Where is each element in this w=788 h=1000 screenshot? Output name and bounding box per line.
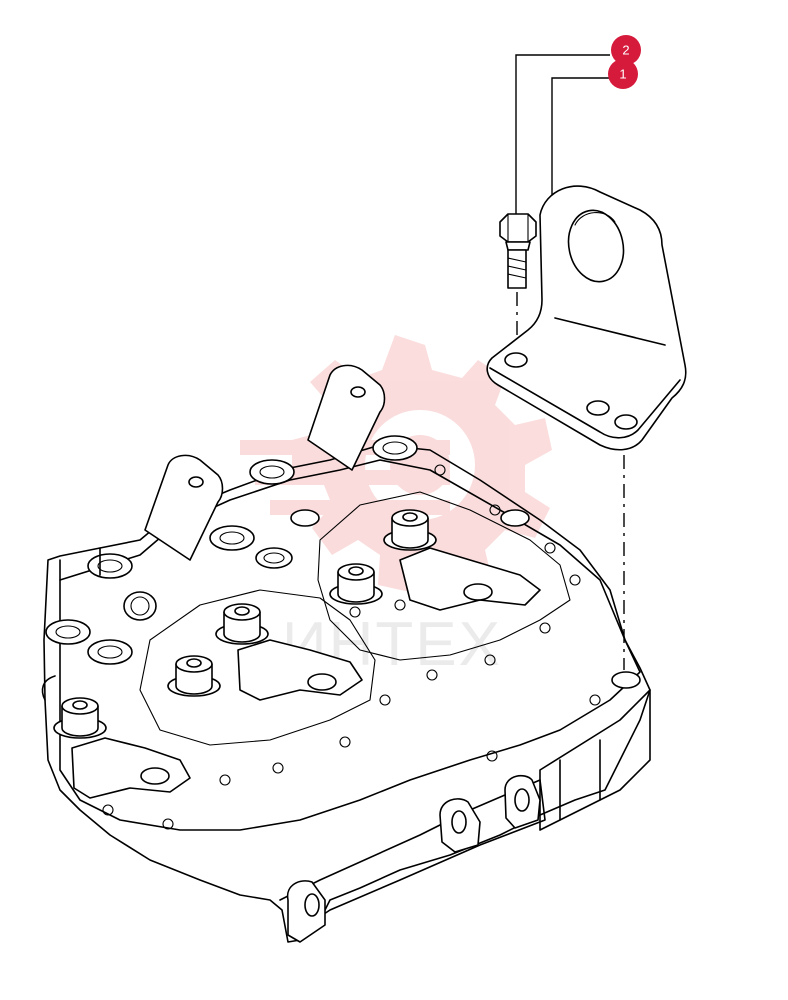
leader-line-1 (551, 77, 610, 205)
callout-1-label: 1 (619, 67, 626, 82)
head-bolt-holes (45, 435, 641, 785)
leader-lines (515, 54, 610, 218)
callout-2-circle (611, 35, 641, 65)
callout-2-label: 2 (622, 43, 629, 58)
valve-spring-caps (53, 509, 437, 739)
leader-line-2 (515, 54, 610, 218)
bracket-part (486, 185, 687, 670)
callout-2[interactable]: 2 (611, 35, 641, 65)
gasket-holes (102, 464, 601, 830)
callout-1-circle (608, 59, 638, 89)
cylinder-head-assembly (41, 364, 651, 943)
callout-1[interactable]: 1 (608, 59, 638, 89)
